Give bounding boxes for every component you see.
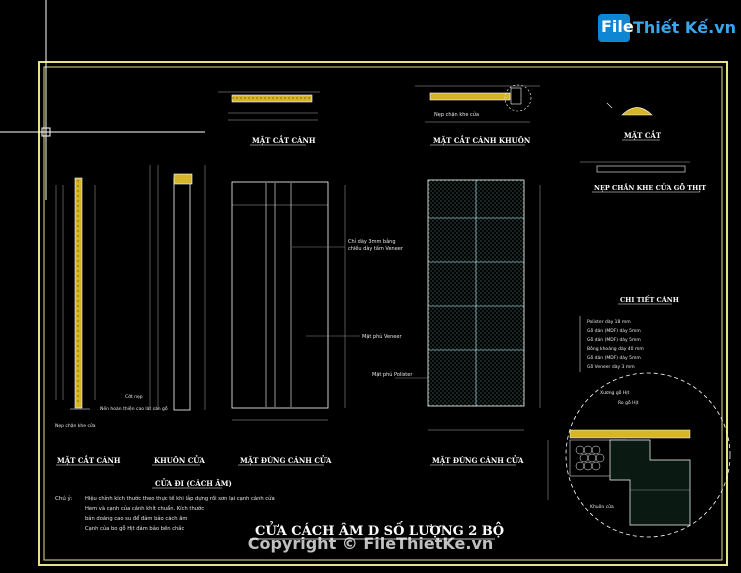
section-mat-cat-canh-khuon: Nẹp chặn khe cửa MẶT CẮT CÁNH KHUÔN: [415, 84, 540, 146]
crosshair-cursor: [0, 0, 205, 200]
label-mat-dung-1: MẶT ĐỨNG CÁNH CỬA: [240, 455, 332, 465]
label-mat-cat-canh-left: MẶT CẮT CÁNH: [57, 455, 121, 465]
outer-border: [38, 61, 728, 566]
note-line-3: Cạnh của bo gỗ Hịt đảm bảo bền chắc: [85, 524, 184, 532]
label-mat-cat-canh-khuon: MẶT CẮT CÁNH KHUÔN: [433, 135, 531, 145]
label-nen-hoan-thien: Nền hoàn thiện cao lát sàn gỗ: [100, 404, 168, 412]
note-line-0: Hiệu chỉnh kích thước theo thực tế khi l…: [85, 494, 275, 502]
layer-0: Polister dày 18 mm: [587, 318, 631, 325]
label-xuong-go: Xương gỗ Hịt: [600, 389, 630, 396]
label-mat-cat-canh: MẶT CẮT CÁNH: [252, 135, 316, 145]
label-coi-nan: Cớt nẹp: [125, 393, 143, 400]
logo-prefix: File: [601, 17, 634, 36]
label-ro-go: Ro gỗ Hịt: [618, 399, 639, 406]
label-chi-day-2: chiều dày tấm Veneer: [348, 244, 404, 252]
label-cua-di: CỬA ĐI (CÁCH ÂM): [155, 478, 232, 488]
layer-5: Gỗ Veneer dày 3 mm: [587, 363, 635, 370]
label-chi-tiet-canh: CHI TIẾT CÁNH: [620, 294, 679, 304]
note-line-2: bản doáng cao su để đảm bảo cách âm: [85, 515, 187, 522]
label-nep-chan-khe-go: NẸP CHẮN KHE CỬA GỖ THỊT: [594, 181, 706, 192]
section-mat-cat: MẶT CẮT: [606, 102, 662, 141]
inner-border: [43, 66, 723, 561]
layer-2: Gỗ dán (MDF) dày 5mm: [587, 336, 641, 343]
main-title: CỬA CÁCH ÂM D SỐ LƯỢNG 2 BỘ: [255, 521, 504, 539]
logo-text: Thiết Kế.vn: [633, 18, 737, 37]
section-mat-cat-canh-vertical: Nẹp chặn khe cửa Cớt nẹp Nền hoàn thiện …: [55, 177, 168, 466]
copyright-watermark: Copyright © FileThietKe.vn: [247, 534, 494, 553]
label-mat-phu-polister: Mặt phủ Polister: [372, 371, 413, 378]
notes-title: Chú ý:: [55, 495, 72, 502]
section-mat-cat-canh: MẶT CẮT CÁNH: [218, 91, 320, 146]
section-nep-chan-khe: NẸP CHẮN KHE CỬA GỖ THỊT: [580, 161, 706, 193]
note-line-1: Hem và cạnh của cánh khít chuẩn. Kích th…: [85, 505, 204, 512]
filethietke-logo: File Thiết Kế.vn: [598, 14, 736, 42]
notes-block: Chú ý: Hiệu chỉnh kích thước theo thực t…: [55, 494, 275, 532]
label-mat-dung-2: MẶT ĐỨNG CÁNH CỬA: [432, 455, 524, 465]
label-chi-day: Chỉ dày 3mm bằng: [348, 238, 396, 245]
elevation-door-1: Chỉ dày 3mm bằng chiều dày tấm Veneer Mặ…: [231, 181, 404, 466]
layer-1: Gỗ dán (MDF) dày 5mm: [587, 327, 641, 334]
label-mat-cat: MẶT CẮT: [624, 130, 662, 140]
layer-4: Gỗ dán (MDF) dày 5mm: [587, 354, 641, 361]
detail-chi-tiet-canh: CHI TIẾT CÁNH Polister dày 18 mm Gỗ dán …: [547, 294, 731, 538]
logo-badge: [598, 14, 630, 42]
label-khuon-cua: KHUÔN CỬA: [154, 455, 205, 465]
label-nep-chan-khe: Nẹp chặn khe cửa: [434, 111, 479, 118]
label-mat-phu-veneer: Mặt phủ Veneer: [362, 333, 402, 340]
elevation-door-2: Mặt phủ Polister MẶT ĐỨNG CÁNH CỬA: [372, 179, 541, 466]
label-khuon-cua-detail: Khuôn cửa: [590, 503, 614, 510]
label-nep-chan-left: Nẹp chặn khe cửa: [55, 422, 96, 429]
layer-3: Bông khoáng dày 40 mm: [587, 345, 644, 352]
section-khuon-cua: KHUÔN CỬA: [149, 165, 205, 466]
